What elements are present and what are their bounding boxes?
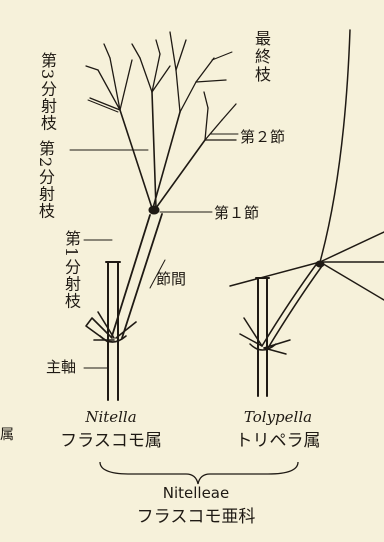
label-left-edge: 属 <box>0 428 14 442</box>
caption-tolypella: Tolypella トリペラ属 <box>208 408 348 451</box>
label-second-node: 第２節 <box>240 130 285 145</box>
family-latin-name: Nitelleae <box>116 484 276 502</box>
label-third-branch: 第3分射枝 <box>38 52 57 131</box>
tolypella-japanese-name: トリペラ属 <box>208 426 348 451</box>
tolypella-latin-name: Tolypella <box>208 408 348 426</box>
caption-family: Nitelleae フラスコモ亜科 <box>116 484 276 527</box>
caption-nitella: Nitella フラスコモ属 <box>46 408 176 451</box>
label-second-branch: 第2分射枝 <box>36 140 55 219</box>
nitella-internode <box>112 214 162 338</box>
label-first-branch: 第1分射枝 <box>62 230 81 309</box>
nitella-third-branches <box>86 32 236 140</box>
label-first-node: 第１節 <box>214 206 259 221</box>
label-last-branch: 最終枝 <box>252 30 271 84</box>
tolypella-node <box>316 261 324 267</box>
label-internode: 節間 <box>156 272 186 287</box>
family-japanese-name: フラスコモ亜科 <box>116 502 276 527</box>
nitella-latin-name: Nitella <box>46 408 176 426</box>
nitella-japanese-name: フラスコモ属 <box>46 426 176 451</box>
label-main-axis: 主軸 <box>46 360 76 375</box>
